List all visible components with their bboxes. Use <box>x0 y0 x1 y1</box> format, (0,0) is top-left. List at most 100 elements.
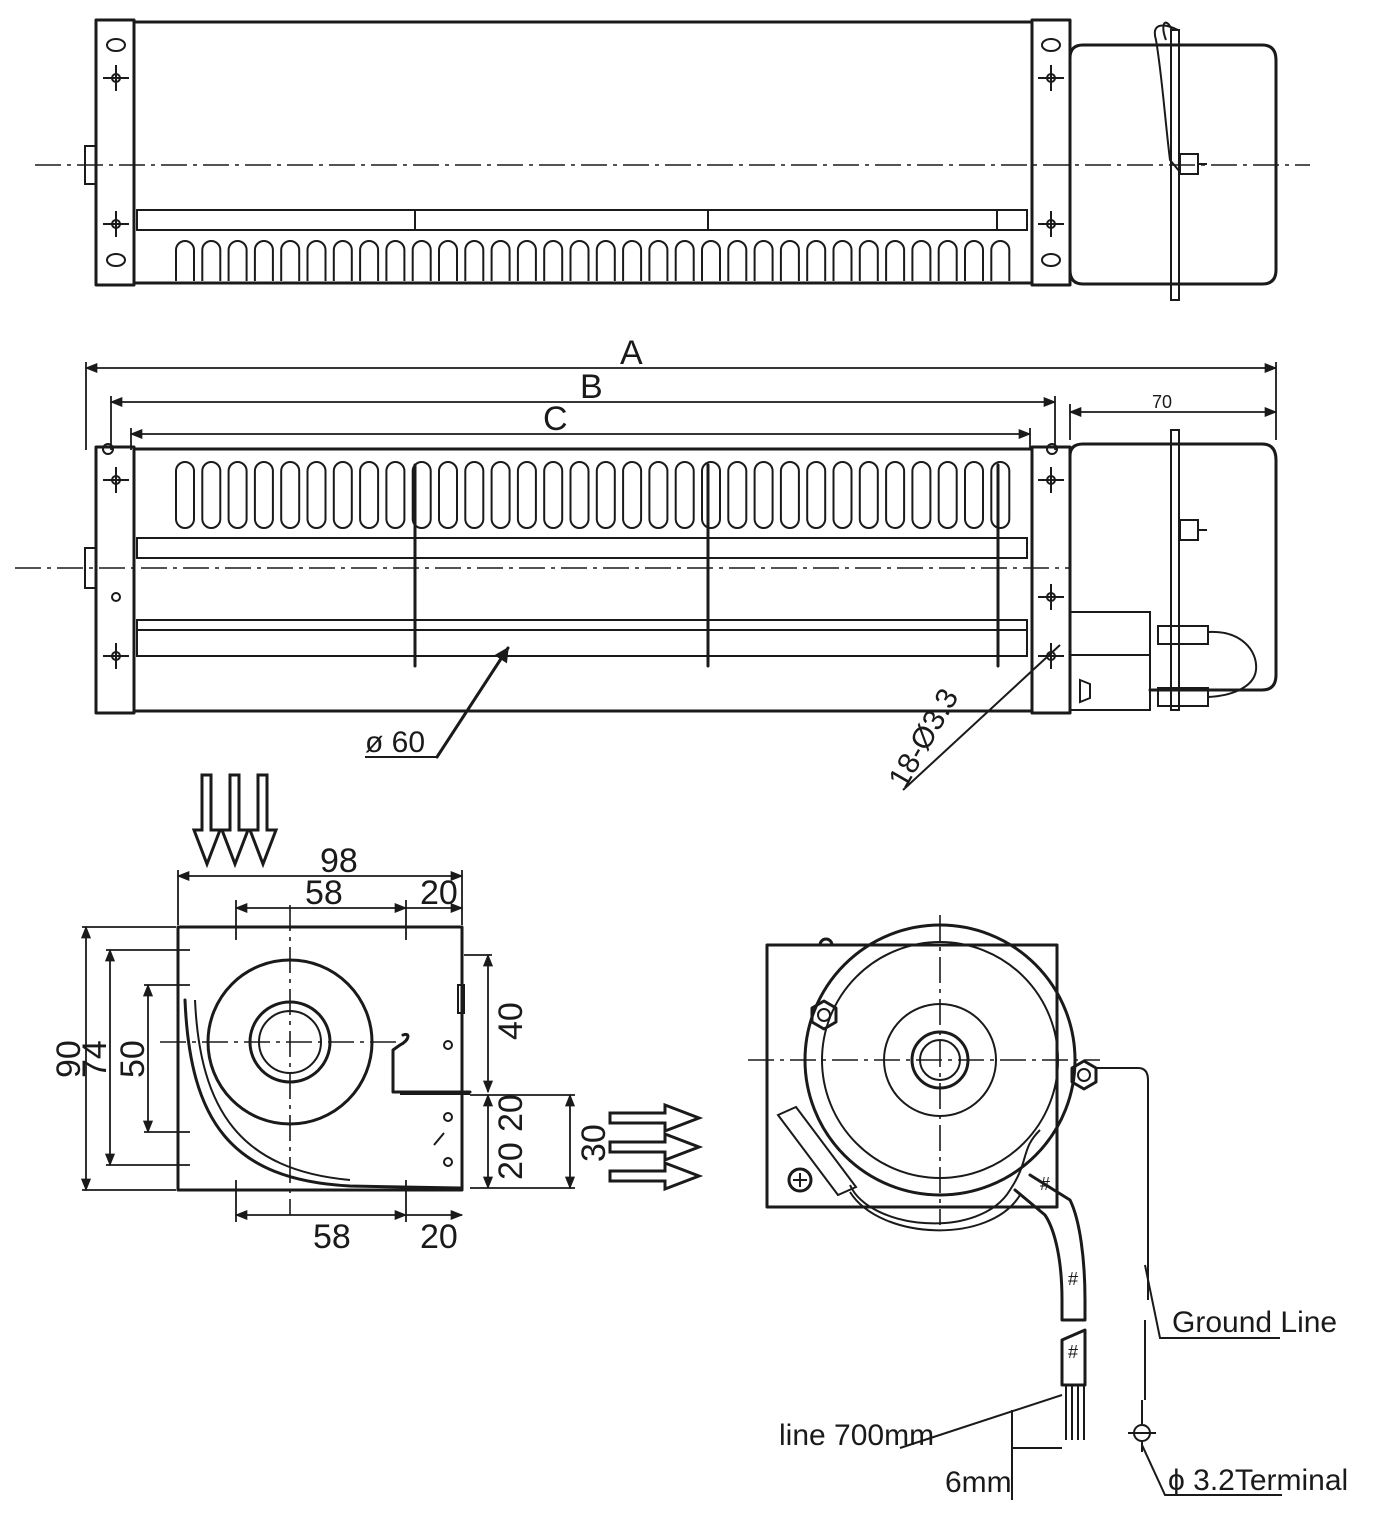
side-view: 98 58 20 58 20 90 74 50 <box>50 773 704 1256</box>
dim-20-a: 20 <box>492 1094 530 1132</box>
vent-slot <box>385 240 406 281</box>
dim-40: 40 <box>492 1002 530 1040</box>
end-view-callouts: Ground Line line 700mm 6mm ϕ 3.2Terminal <box>779 1264 1348 1500</box>
vent-slot <box>227 240 248 281</box>
vent-slot <box>464 240 485 281</box>
cable-hash-2: # <box>1068 1342 1078 1362</box>
holes-label: 18-Ø3.3 <box>882 683 965 793</box>
inflow-arrows <box>191 773 279 869</box>
front-view: A B C 70 <box>15 334 1278 794</box>
vent-slot <box>227 461 248 529</box>
vent-slot <box>727 461 748 529</box>
vent-slot <box>648 240 669 281</box>
vent-slot <box>806 461 827 529</box>
vent-slot <box>253 461 274 529</box>
vent-slot <box>595 240 616 281</box>
vent-slot <box>701 461 721 529</box>
vent-slot <box>595 461 616 529</box>
vent-slot <box>990 461 1011 529</box>
motor-mount-screws <box>787 999 1098 1193</box>
dim-20-top: 20 <box>420 874 458 912</box>
vent-slot <box>175 240 195 281</box>
motor-wiring: # # # <box>776 1067 1156 1452</box>
dim-c-label: C <box>543 400 568 438</box>
outflow-arrows <box>608 1102 704 1192</box>
top-bracket-holes <box>103 38 1064 267</box>
vent-slot <box>964 240 984 281</box>
vent-slot <box>490 240 511 281</box>
impeller-dia-label: ø 60 <box>365 726 425 759</box>
cable-hash: # <box>1068 1269 1078 1289</box>
vent-slot <box>438 240 458 281</box>
vent-slot <box>990 240 1011 281</box>
vent-slot <box>332 240 353 281</box>
dim-74: 74 <box>76 1040 114 1078</box>
dim-50: 50 <box>114 1040 152 1078</box>
vent-slot <box>385 461 406 529</box>
ground-line-label: Ground Line <box>1172 1306 1337 1339</box>
dim-motor-label: 70 <box>1152 392 1172 412</box>
vent-slot <box>201 240 222 281</box>
top-motor <box>1068 21 1278 301</box>
dim-58-bottom: 58 <box>313 1218 351 1256</box>
dim-30: 30 <box>575 1124 613 1162</box>
vent-slot <box>806 240 827 281</box>
line-length-label: line 700mm <box>779 1419 934 1452</box>
vent-slot <box>543 240 564 281</box>
vent-slot <box>332 461 353 529</box>
vent-slot <box>858 461 879 529</box>
vent-slot <box>516 461 537 529</box>
vent-slot <box>622 240 643 281</box>
dim-58-top: 58 <box>305 874 343 912</box>
vent-slot <box>832 240 853 281</box>
vent-slot <box>411 240 432 281</box>
vent-slot <box>779 240 800 281</box>
strip-length-label: 6mm <box>945 1466 1012 1499</box>
vent-slot <box>779 461 800 529</box>
vent-slot <box>911 461 932 529</box>
vent-slot <box>674 461 695 529</box>
vent-slot <box>701 240 721 281</box>
dim-90: 90 <box>50 1040 88 1078</box>
dim-20-bottom: 20 <box>420 1218 458 1256</box>
vent-slot <box>280 240 301 281</box>
vent-slot <box>937 461 958 529</box>
dim-20-b: 20 <box>492 1142 530 1180</box>
vent-slot <box>964 461 984 529</box>
vent-slot <box>727 240 748 281</box>
vent-slot <box>543 461 564 529</box>
vent-slot <box>306 240 327 281</box>
dimensions-abc: A B C 70 <box>84 334 1278 450</box>
vent-slot <box>359 461 380 529</box>
vent-slot <box>569 461 590 529</box>
vent-slot <box>359 240 380 281</box>
vent-slot <box>253 240 274 281</box>
vent-slot <box>648 461 669 529</box>
vent-slot <box>858 240 879 281</box>
front-motor <box>1068 429 1278 711</box>
vent-slot <box>201 461 222 529</box>
cable-hash-3: # <box>1040 1174 1050 1194</box>
vent-slot <box>832 461 853 529</box>
top-vent-slots <box>175 240 1011 281</box>
front-vent-slots <box>175 461 1011 529</box>
dim-a-label: A <box>620 334 643 372</box>
vent-slot <box>306 461 327 529</box>
dim-98: 98 <box>320 842 358 880</box>
vent-slot <box>674 240 695 281</box>
vent-slot <box>885 461 906 529</box>
front-bracket-holes <box>102 443 1064 669</box>
vent-slot <box>911 240 932 281</box>
vent-slot <box>464 461 485 529</box>
terminal-label: ϕ 3.2Terminal <box>1168 1464 1348 1497</box>
top-view <box>35 18 1310 301</box>
vent-slot <box>885 240 906 281</box>
end-view: # # # Ground Line line 700mm 6mm ϕ 3.2Te… <box>748 915 1348 1500</box>
vent-slot <box>622 461 643 529</box>
vent-slot <box>569 240 590 281</box>
vent-slot <box>280 461 301 529</box>
vent-slot <box>490 461 511 529</box>
vent-slot <box>753 461 774 529</box>
dim-b-label: B <box>580 368 603 406</box>
